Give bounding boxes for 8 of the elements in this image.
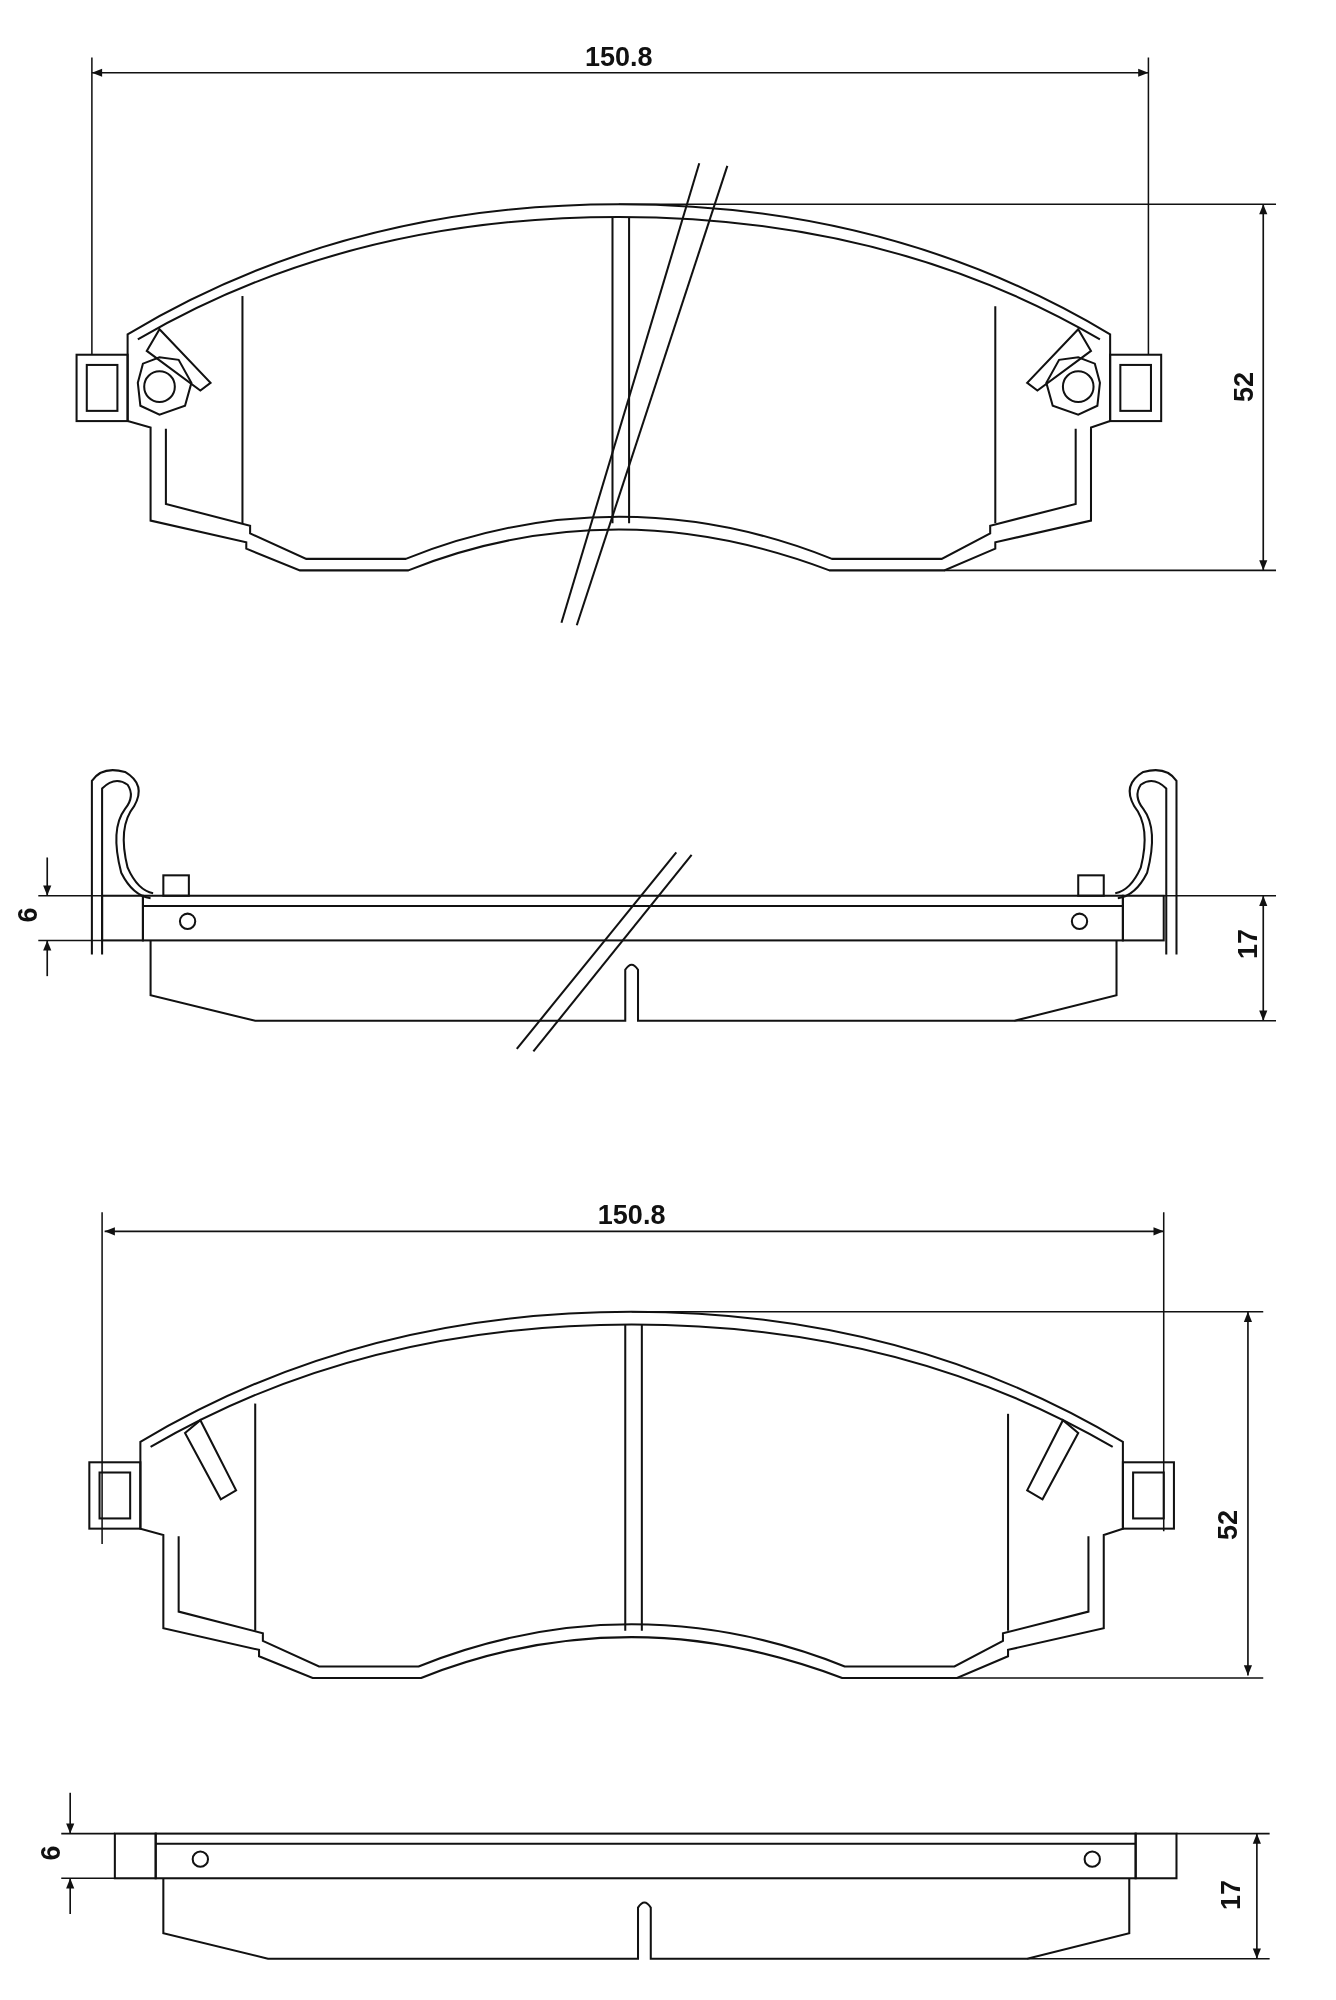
- dimension-label: 150.8: [585, 43, 653, 71]
- dimension-label: 150.8: [597, 1201, 666, 1229]
- dimension-label: 52: [1214, 1509, 1242, 1540]
- dimension-label: 52: [1230, 371, 1258, 402]
- dimension-label: 6: [37, 1845, 65, 1861]
- dimension-label: 17: [1234, 929, 1262, 960]
- dimension-label: 17: [1217, 1879, 1245, 1910]
- dimension-label: 6: [14, 907, 42, 923]
